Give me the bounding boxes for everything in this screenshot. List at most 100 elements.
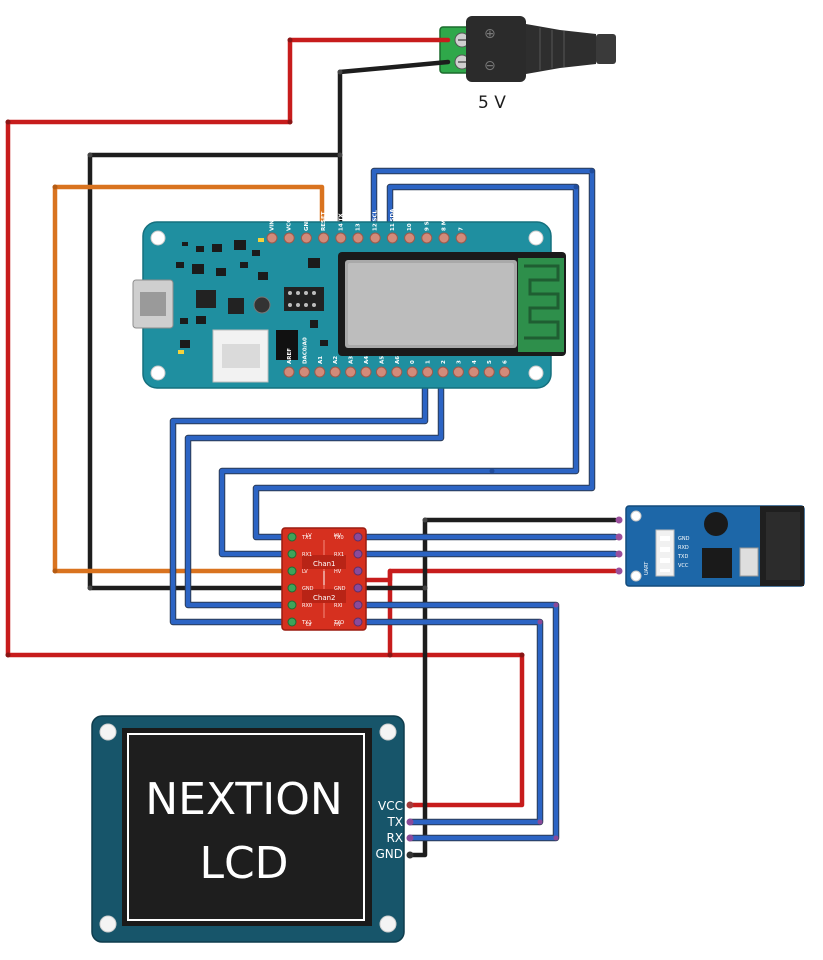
plus-symbol: ⊕ xyxy=(484,26,496,42)
shifter-pin-gnd xyxy=(353,583,363,593)
wire-black-gnd-lcd xyxy=(407,585,428,858)
minus-symbol: ⊖ xyxy=(484,58,496,74)
wire-bend-dots xyxy=(5,37,595,841)
arduino-pin-label: A3 xyxy=(349,356,355,364)
wire-red-hv xyxy=(355,568,618,583)
arduino-pin-a1 xyxy=(314,366,326,378)
arduino-pin-dac0-a0 xyxy=(298,366,310,378)
arduino-pin-13-rx xyxy=(352,232,364,244)
arduino-pin-5 xyxy=(483,366,495,378)
arduino-pin-label: DAC0/A0 xyxy=(302,337,308,364)
module-connector xyxy=(655,529,675,577)
arduino-pin-1 xyxy=(422,366,434,378)
lcd-title-line1: NEXTION xyxy=(145,774,342,825)
module-pin-gnd xyxy=(615,516,623,524)
arduino-pin-label: 13 RX xyxy=(356,212,362,231)
wire-blue-tx1 xyxy=(253,168,595,540)
module-pin-label: GND xyxy=(678,536,690,542)
arduino-pin-label: A4 xyxy=(364,356,370,364)
wire-blue-lcd-tx xyxy=(355,619,543,825)
wire-blue-rx1 xyxy=(219,184,579,557)
arduino-pin-label: 14 TX xyxy=(338,213,344,231)
lcd-title-line2: LCD xyxy=(199,838,288,889)
arduino-pin-gnd xyxy=(300,232,312,244)
top-lv-label: LV xyxy=(306,533,312,539)
shifter-pin-rx0 xyxy=(287,600,297,610)
shifter-pin-label: RX1 xyxy=(334,552,344,558)
arduino-pin-4 xyxy=(468,366,480,378)
wires xyxy=(5,37,619,858)
arduino-pin-label: 12 SCL xyxy=(373,209,379,231)
arduino-pin-aref xyxy=(283,366,295,378)
level-shifter: Chan1 Chan2 LV HV LV HV TX1RX1LVGNDRX0TX… xyxy=(281,527,367,631)
lcd-screen xyxy=(127,733,365,921)
shifter-pin-lv xyxy=(287,566,297,576)
arduino-pin-7 xyxy=(455,232,467,244)
arduino-pin-vcc xyxy=(283,232,295,244)
arduino-pin-reset xyxy=(318,232,330,244)
shifter-pin-label: TX0 xyxy=(333,535,344,541)
arduino-pin-label: VCC xyxy=(287,219,293,231)
arduino-pin-label: 7 xyxy=(459,227,465,231)
wire-blue-d0 xyxy=(170,369,428,625)
module-pin-txd xyxy=(615,550,623,558)
arduino-pin-11-sda xyxy=(386,232,398,244)
shifter-pin-gnd xyxy=(287,583,297,593)
wire-red-5v-main xyxy=(5,37,525,808)
power-jack: ⊕ ⊖ 5 V xyxy=(439,16,616,113)
arduino-pin-9-sck xyxy=(421,232,433,244)
arduino-pin-label: GND xyxy=(304,217,310,231)
lcd-pin-tx xyxy=(406,818,414,826)
arduino-pin-vin xyxy=(266,232,278,244)
arduino-pin-label: 11 SDA xyxy=(390,208,396,231)
arduino-pin-14-tx xyxy=(335,232,347,244)
shifter-pin-label: TX1 xyxy=(301,620,312,626)
arduino-pin-label: 6 xyxy=(503,360,509,364)
arduino-pin-label: 8 MOSI xyxy=(442,209,448,231)
shifter-pin-label: RX1 xyxy=(302,552,312,558)
shifter-pin-tx0 xyxy=(353,532,363,542)
arduino-pin-label: A5 xyxy=(379,356,385,364)
arduino-pin-label: 5 xyxy=(487,360,493,364)
arduino-pin-6 xyxy=(499,366,511,378)
arduino-pin-label: A1 xyxy=(318,356,324,364)
shifter-pin-tx1 xyxy=(287,532,297,542)
bottom-hv-label: HV xyxy=(334,622,342,628)
shifter-pin-rxi xyxy=(353,600,363,610)
shifter-pin-txo xyxy=(353,617,363,627)
wire-black-gnd-loop xyxy=(87,152,343,591)
arduino-pin-8-mosi xyxy=(438,232,450,244)
arduino-pin-label: 3 xyxy=(456,360,462,364)
shifter-pin-rx1 xyxy=(353,549,363,559)
chan2-label: Chan2 xyxy=(313,594,336,602)
module-pin-label: TXD xyxy=(677,554,688,560)
shifter-pin-label: LV xyxy=(302,569,308,575)
arduino-pin-a2 xyxy=(329,366,341,378)
lcd-pin-gnd xyxy=(406,851,414,859)
lcd-pin-label-tx: TX xyxy=(386,815,403,829)
arduino-pin-label: 9 SCK xyxy=(424,212,430,231)
shifter-pin-label: RX0 xyxy=(302,603,312,609)
module-pin-label: VCC xyxy=(678,563,689,569)
shifter-pin-hv xyxy=(353,566,363,576)
module-pin-label: RXD xyxy=(678,545,689,551)
arduino-pin-label: 2 xyxy=(441,360,447,364)
shifter-pin-label: GND xyxy=(302,586,314,592)
module-pin-rxd xyxy=(615,533,623,541)
lcd-pin-label-gnd: GND xyxy=(375,847,403,861)
lcd-pin-label-vcc: VCC xyxy=(378,799,403,813)
arduino-pin-0 xyxy=(406,366,418,378)
arduino-pin-label: 1 xyxy=(426,360,432,364)
arduino-pin-label: A2 xyxy=(333,356,339,364)
bottom-lv-label: LV xyxy=(306,622,312,628)
shifter-pin-label: GND xyxy=(334,586,346,592)
wire-blue-d1 xyxy=(185,369,444,608)
shifter-pin-rx1 xyxy=(287,549,297,559)
module-pin-vcc xyxy=(615,567,623,575)
